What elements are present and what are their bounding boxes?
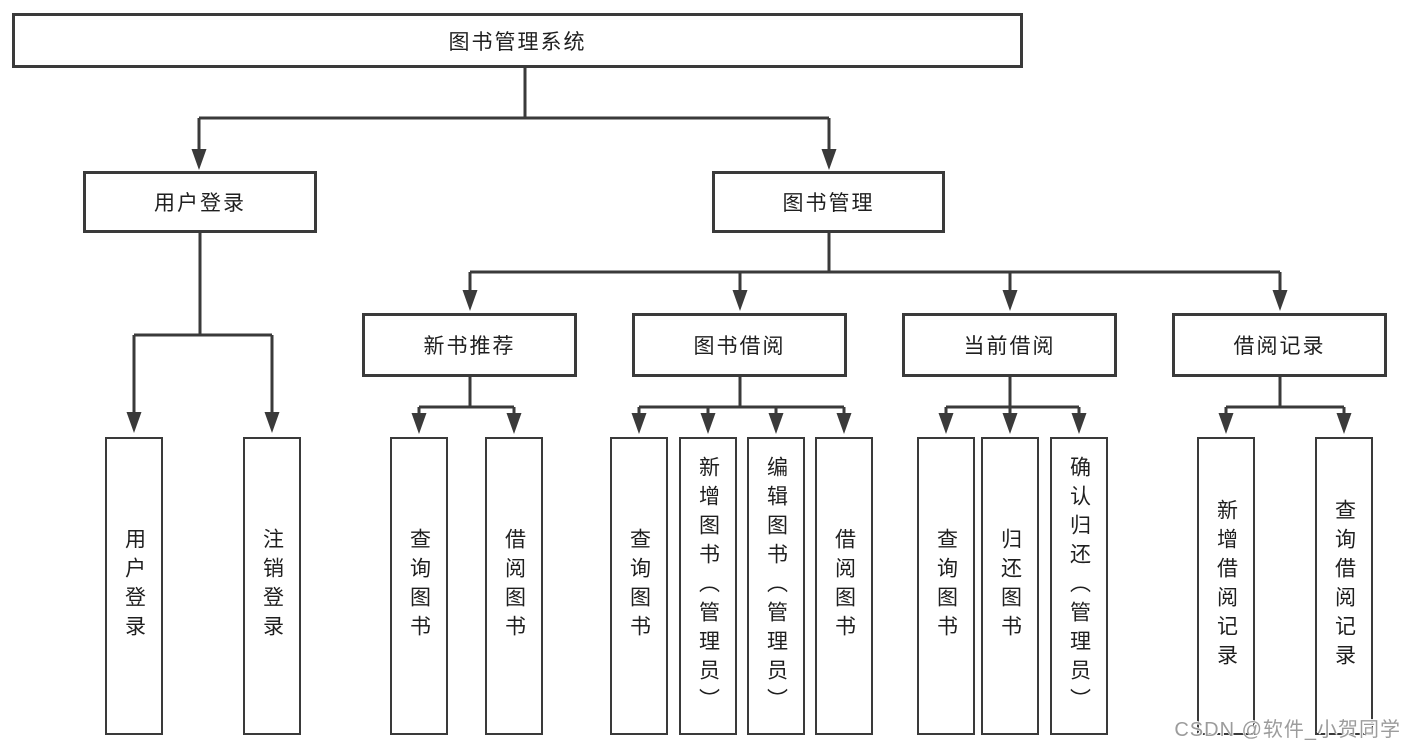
- arrow-down-icon: [836, 413, 852, 434]
- leaf-query-books-borrowing: 查询图书: [610, 437, 668, 735]
- arrow-down-icon: [732, 290, 748, 311]
- node-label: 查询借阅记录: [1332, 499, 1356, 673]
- node-label: 查询图书: [934, 528, 958, 644]
- leaf-confirm-return-admin: 确认归还（管理员）: [1050, 437, 1108, 735]
- node-label: 借阅图书: [502, 528, 526, 644]
- leaf-borrow-books-recommend: 借阅图书: [485, 437, 543, 735]
- node-label: 注销登录: [260, 528, 284, 644]
- node-label: 用户登录: [154, 192, 246, 215]
- arrow-down-icon: [631, 413, 647, 434]
- node-book-borrowing: 图书借阅: [632, 313, 847, 377]
- leaf-edit-books-admin: 编辑图书（管理员）: [747, 437, 805, 735]
- node-borrowing-records: 借阅记录: [1172, 313, 1387, 377]
- leaf-logout-login: 注销登录: [243, 437, 301, 735]
- node-label: 图书借阅: [693, 335, 786, 358]
- leaf-return-books: 归还图书: [981, 437, 1039, 735]
- node-label: 图书管理系统: [448, 30, 587, 54]
- node-label: 确认归还（管理员）: [1067, 455, 1091, 717]
- node-library-management-system: 图书管理系统: [12, 13, 1023, 68]
- arrow-down-icon: [126, 412, 142, 433]
- leaf-query-borrow-record: 查询借阅记录: [1315, 437, 1373, 735]
- node-book-management: 图书管理: [712, 171, 945, 233]
- arrow-down-icon: [938, 413, 954, 434]
- node-label: 借阅图书: [832, 528, 856, 644]
- node-label: 借阅记录: [1233, 335, 1326, 358]
- arrow-down-icon: [1336, 413, 1352, 434]
- leaf-borrow-books: 借阅图书: [815, 437, 873, 735]
- node-label: 新增借阅记录: [1214, 499, 1238, 673]
- node-label: 归还图书: [998, 528, 1022, 644]
- node-new-book-recommendation: 新书推荐: [362, 313, 577, 377]
- csdn-watermark: CSDN @软件_小贺同学: [1174, 719, 1401, 741]
- arrow-down-icon: [191, 149, 207, 170]
- arrow-down-icon: [1002, 413, 1018, 434]
- node-label: 当前借阅: [963, 335, 1056, 358]
- node-label: 查询图书: [627, 528, 651, 644]
- leaf-add-books-admin: 新增图书（管理员）: [679, 437, 737, 735]
- arrow-down-icon: [1002, 290, 1018, 311]
- arrow-down-icon: [462, 290, 478, 311]
- arrow-down-icon: [1218, 413, 1234, 434]
- arrow-down-icon: [411, 413, 427, 434]
- arrow-down-icon: [700, 413, 716, 434]
- arrow-down-icon: [1272, 290, 1288, 311]
- arrow-down-icon: [768, 413, 784, 434]
- leaf-query-books-recommend: 查询图书: [390, 437, 448, 735]
- node-label: 编辑图书（管理员）: [764, 455, 788, 717]
- arrow-down-icon: [1071, 413, 1087, 434]
- arrow-down-icon: [264, 412, 280, 433]
- node-current-borrowing: 当前借阅: [902, 313, 1117, 377]
- node-label: 用户登录: [122, 528, 146, 644]
- node-user-login: 用户登录: [83, 171, 317, 233]
- node-label: 新增图书（管理员）: [696, 455, 720, 717]
- arrow-down-icon: [506, 413, 522, 434]
- node-label: 查询图书: [407, 528, 431, 644]
- leaf-user-login: 用户登录: [105, 437, 163, 735]
- leaf-query-books-current: 查询图书: [917, 437, 975, 735]
- node-label: 图书管理: [782, 192, 875, 215]
- node-label: 新书推荐: [423, 335, 516, 358]
- leaf-add-borrow-record: 新增借阅记录: [1197, 437, 1255, 735]
- arrow-down-icon: [821, 149, 837, 170]
